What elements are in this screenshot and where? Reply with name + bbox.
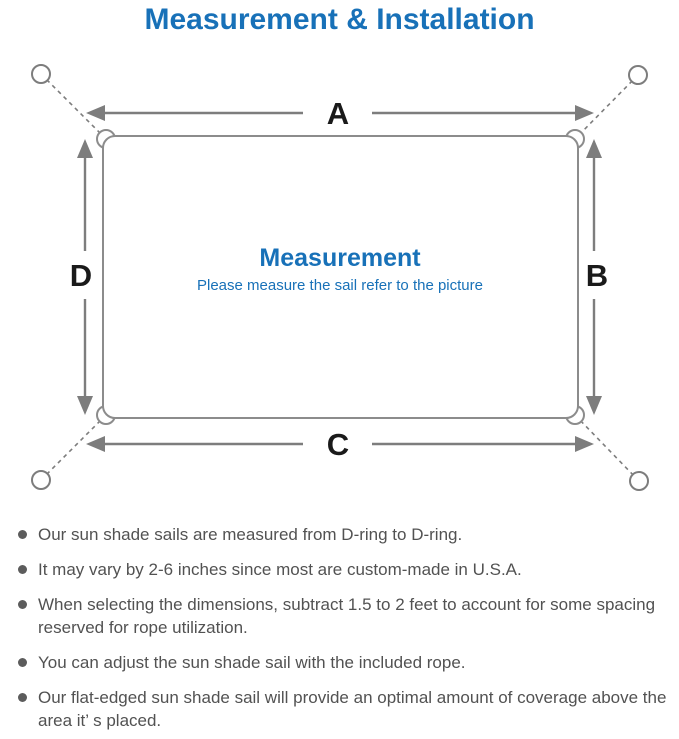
rope-dashed-line-top-left: [40, 73, 107, 140]
arrowhead-a-left: [86, 105, 105, 121]
list-item: When selecting the dimensions, subtract …: [18, 593, 667, 639]
list-item-text: It may vary by 2-6 inches since most are…: [38, 560, 522, 579]
arrowhead-b-top: [586, 139, 602, 158]
diagram-subtext: Please measure the sail refer to the pic…: [197, 277, 483, 294]
arrowhead-c-right: [575, 436, 594, 452]
anchor-point-circle-top-right: [628, 65, 648, 85]
list-item-text: When selecting the dimensions, subtract …: [38, 595, 656, 637]
arrowhead-d-top: [77, 139, 93, 158]
list-item-text: Our sun shade sails are measured from D-…: [38, 525, 463, 544]
label-b: B: [586, 258, 608, 293]
anchor-point-circle-bottom-left: [31, 470, 51, 490]
list-item: You can adjust the sun shade sail with t…: [18, 651, 667, 674]
diagram-heading: Measurement: [259, 244, 421, 272]
sail-rectangle: [102, 135, 579, 419]
bullet-icon: [18, 693, 27, 702]
anchor-point-circle-bottom-right: [629, 471, 649, 491]
arrowhead-c-left: [86, 436, 105, 452]
page-title: Measurement & Installation: [144, 3, 535, 36]
measurement-diagram: A C D B Measurement Please measure the s…: [0, 52, 679, 507]
sail-diagram-svg: A C D B Measurement Please measure the s…: [31, 64, 649, 491]
arrowhead-d-bottom: [77, 396, 93, 415]
list-item: Our sun shade sails are measured from D-…: [18, 523, 667, 546]
arrowhead-a-right: [575, 105, 594, 121]
rope-dashed-line-top-right: [574, 74, 639, 140]
notes-list: Our sun shade sails are measured from D-…: [0, 507, 679, 732]
bullet-icon: [18, 658, 27, 667]
bullet-icon: [18, 600, 27, 609]
list-item: Our flat-edged sun shade sail will provi…: [18, 686, 667, 732]
label-c: C: [327, 427, 349, 462]
list-item: It may vary by 2-6 inches since most are…: [18, 558, 667, 581]
list-item-text: Our flat-edged sun shade sail will provi…: [38, 688, 667, 730]
rope-dashed-line-bottom-right: [574, 414, 640, 482]
label-a: A: [327, 96, 349, 131]
bullet-icon: [18, 565, 27, 574]
anchor-point-circle-top-left: [31, 64, 51, 84]
list-item-text: You can adjust the sun shade sail with t…: [38, 653, 466, 672]
arrowhead-b-bottom: [586, 396, 602, 415]
label-d: D: [70, 258, 92, 293]
bullet-icon: [18, 530, 27, 539]
